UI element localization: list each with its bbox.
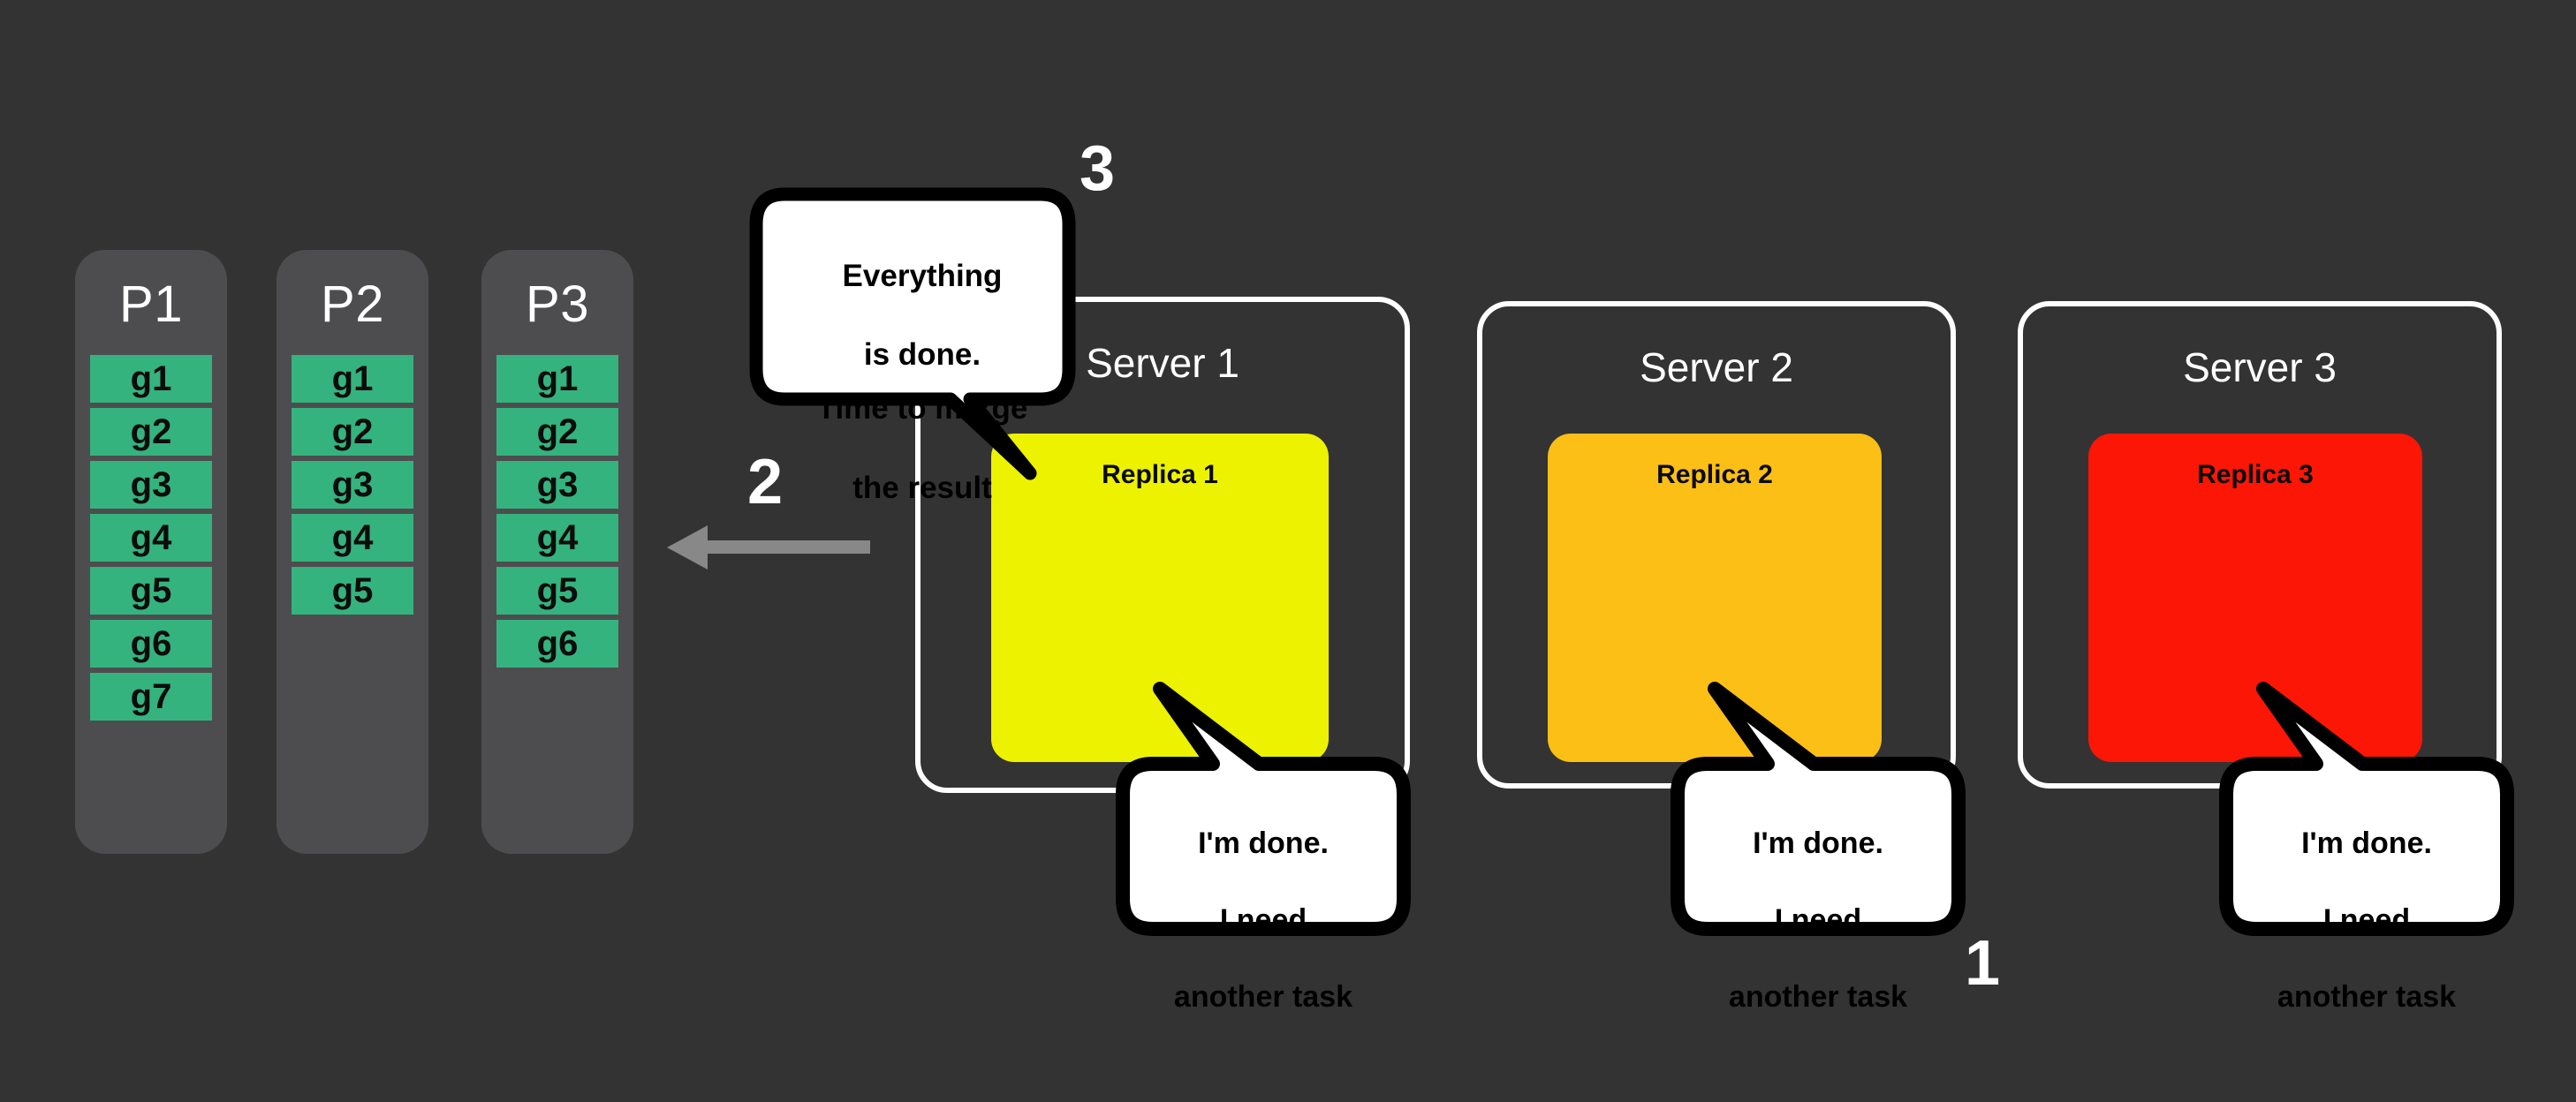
step-number-2: 2 (747, 447, 784, 517)
group-tile: g3 (292, 461, 413, 509)
merge-line-3: Time to merge (816, 391, 1028, 426)
server-title: Server 3 (2183, 344, 2337, 390)
bubble-line-1: I'm done. (2301, 826, 2432, 860)
speech-bubble-server-3: I'm done. I need another task (2212, 680, 2521, 1014)
group-tile: g4 (292, 514, 413, 562)
bubble-line-3: another task (1173, 979, 1353, 1014)
speech-bubble-server-1-text: I'm done. I need another task (1109, 786, 1418, 1016)
speech-bubble-merge: Everything is done. Time to merge the re… (749, 187, 1095, 505)
group-tile: g4 (90, 514, 212, 562)
group-list: g1 g2 g3 g4 g5 g6 g7 (75, 355, 227, 721)
bubble-line-1: I'm done. (1753, 826, 1883, 860)
partition-column-p1: P1 g1 g2 g3 g4 g5 g6 g7 (75, 250, 227, 854)
arrow-left-icon (667, 525, 870, 570)
merge-line-2: is done. (863, 337, 981, 373)
group-tile: g5 (496, 567, 618, 615)
replica-box-1: Replica 1 (991, 434, 1329, 762)
bubble-line-2: I need (1774, 902, 1862, 937)
merge-line-1: Everything (842, 258, 1003, 293)
group-tile: g1 (292, 355, 413, 403)
bubble-line-3: another task (2277, 979, 2457, 1014)
partition-title: P3 (526, 276, 589, 333)
group-list: g1 g2 g3 g4 g5 g6 (481, 355, 633, 668)
group-tile: g1 (90, 355, 212, 403)
group-tile: g5 (90, 567, 212, 615)
speech-bubble-shape (1671, 682, 1966, 936)
partition-column-p2: P2 g1 g2 g3 g4 g5 (277, 250, 428, 854)
replica-box-2: Replica 2 (1548, 434, 1882, 762)
group-tile: g2 (90, 408, 212, 456)
server-title: Server 2 (1640, 344, 1793, 390)
group-tile: g5 (292, 567, 413, 615)
group-tile: g3 (90, 461, 212, 509)
group-tile: g4 (496, 514, 618, 562)
speech-bubble-server-2: I'm done. I need another task (1663, 680, 1973, 1014)
speech-bubble-server-2-text: I'm done. I need another task (1663, 786, 1973, 1016)
merge-arrow-left (667, 521, 870, 574)
step-number-1: 1 (1965, 928, 2001, 999)
group-tile: g3 (496, 461, 618, 509)
bubble-line-2: I need (1219, 902, 1307, 937)
speech-bubble-server-1: I'm done. I need another task (1109, 680, 1418, 1014)
bubble-line-2: I need (2322, 902, 2411, 937)
merge-line-4: the result (852, 470, 992, 505)
partition-title: P2 (321, 276, 384, 333)
speech-bubble-merge-text: Everything is done. Time to merge the re… (749, 217, 1095, 509)
bubble-line-1: I'm done. (1198, 826, 1329, 860)
group-tile: g6 (90, 620, 212, 668)
group-tile: g2 (292, 408, 413, 456)
replica-label: Replica 2 (1656, 460, 1773, 489)
partition-title: P1 (119, 276, 183, 333)
partition-column-p3: P3 g1 g2 g3 g4 g5 g6 (481, 250, 633, 854)
replica-label: Replica 1 (1102, 460, 1218, 489)
replica-box-3: Replica 3 (2088, 434, 2422, 762)
step-number-3: 3 (1080, 133, 1116, 204)
group-tile: g6 (496, 620, 618, 668)
replica-label: Replica 3 (2197, 460, 2314, 489)
group-tile: g2 (496, 408, 618, 456)
server-title: Server 1 (1086, 340, 1239, 386)
speech-bubble-server-3-text: I'm done. I need another task (2212, 786, 2521, 1016)
group-list: g1 g2 g3 g4 g5 (277, 355, 428, 615)
speech-bubble-shape (749, 187, 1076, 480)
group-tile: g1 (496, 355, 618, 403)
group-tile: g7 (90, 673, 212, 721)
bubble-line-3: another task (1728, 979, 1908, 1014)
speech-bubble-shape (2219, 682, 2514, 936)
speech-bubble-shape (1116, 682, 1411, 936)
